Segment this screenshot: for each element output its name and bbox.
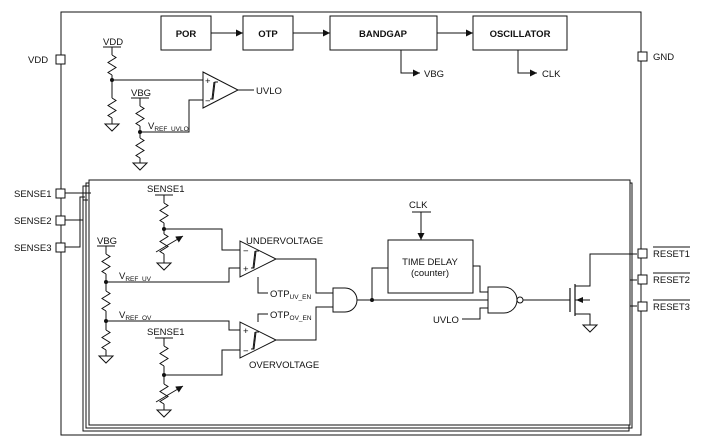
overvoltage-label: OVERVOLTAGE xyxy=(249,360,319,371)
sense1-uv-label: SENSE1 xyxy=(147,184,185,195)
pin-sense3: SENSE3 xyxy=(14,196,85,254)
block-oscillator: OSCILLATOR xyxy=(472,15,568,51)
svg-text:SENSE2: SENSE2 xyxy=(14,216,52,227)
svg-text:(counter): (counter) xyxy=(411,268,449,279)
svg-text:TIME DELAY: TIME DELAY xyxy=(402,257,458,268)
svg-text:OTPUV_EN: OTPUV_EN xyxy=(270,289,312,301)
sense1-ov-label: SENSE1 xyxy=(147,327,185,338)
block-otp: OTP xyxy=(242,15,294,51)
svg-text:BANDGAP: BANDGAP xyxy=(359,29,408,40)
overvoltage-channel: VREF_OV SENSE1 + − OVERVOLTAGE OTPOV_EN xyxy=(106,306,333,418)
svg-text:RESET2: RESET2 xyxy=(653,275,690,286)
svg-text:+: + xyxy=(205,76,211,87)
undervoltage-channel: SENSE1 VBG VREF_UV − + UNDERVOLTA xyxy=(97,184,333,364)
svg-text:VREF_UV: VREF_UV xyxy=(119,271,152,283)
clk-input-label: CLK xyxy=(409,200,428,211)
and-gate xyxy=(332,287,358,313)
pin-sense2: SENSE2 xyxy=(14,199,88,227)
svg-text:VREF_UVLO: VREF_UVLO xyxy=(148,121,189,133)
svg-text:−: − xyxy=(243,346,249,357)
pin-vdd: VDD xyxy=(28,54,66,66)
svg-text:OTP: OTP xyxy=(258,29,278,40)
svg-text:OSCILLATOR: OSCILLATOR xyxy=(490,29,551,40)
svg-text:+: + xyxy=(243,326,249,337)
pin-reset3: RESET3 xyxy=(637,299,690,313)
block-por: POR xyxy=(160,15,212,51)
svg-text:RESET3: RESET3 xyxy=(653,302,690,313)
overvoltage-comparator: + − xyxy=(239,321,278,359)
vdd-internal-label: VDD xyxy=(103,37,123,48)
channel-stack xyxy=(82,179,633,432)
svg-text:RESET1: RESET1 xyxy=(653,249,690,260)
pin-reset2: RESET2 xyxy=(637,272,690,286)
vbg-channel-label: VBG xyxy=(97,236,117,247)
pin-gnd: GND xyxy=(637,51,674,63)
clk-output-label: CLK xyxy=(542,69,561,80)
undervoltage-comparator: − + xyxy=(239,240,278,278)
vbg-output-label: VBG xyxy=(424,69,444,80)
pin-reset1: RESET1 xyxy=(637,246,690,260)
undervoltage-label: UNDERVOLTAGE xyxy=(246,236,323,247)
svg-text:−: − xyxy=(205,96,211,107)
svg-text:SENSE3: SENSE3 xyxy=(14,243,52,254)
output-transistor xyxy=(569,253,637,333)
block-bandgap: BANDGAP xyxy=(329,15,438,51)
svg-text:−: − xyxy=(243,246,249,257)
vbg-uvlo-label: VBG xyxy=(131,88,151,99)
svg-text:GND: GND xyxy=(653,52,674,63)
svg-text:+: + xyxy=(243,264,249,275)
uvlo-section: VDD VBG VREF_UVLO + − UVLO xyxy=(103,37,282,171)
svg-text:POR: POR xyxy=(176,29,197,40)
svg-text:VREF_OV: VREF_OV xyxy=(119,310,152,322)
svg-text:OTPOV_EN: OTPOV_EN xyxy=(270,310,312,322)
uvlo-comparator: + − xyxy=(202,71,240,109)
svg-text:VDD: VDD xyxy=(28,55,48,66)
pin-sense1: SENSE1 xyxy=(14,188,91,200)
uvlo-input-label: UVLO xyxy=(433,315,459,326)
time-delay-block: TIME DELAY (counter) xyxy=(387,239,474,294)
svg-text:SENSE1: SENSE1 xyxy=(14,189,52,200)
uvlo-output-label: UVLO xyxy=(256,86,282,97)
